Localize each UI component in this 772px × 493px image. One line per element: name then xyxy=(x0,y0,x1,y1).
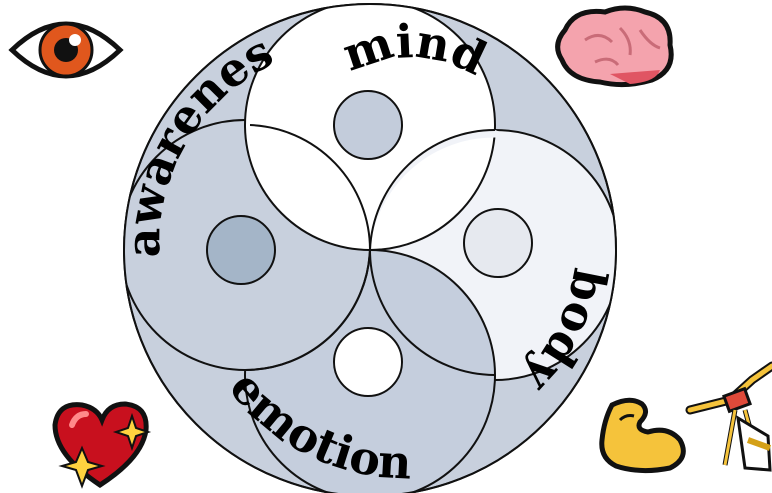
emotions-dot xyxy=(334,328,402,396)
mind-dot xyxy=(334,91,402,159)
sparkling-heart-icon xyxy=(55,404,148,486)
person-cartwheeling-icon xyxy=(690,366,772,470)
eye-icon xyxy=(12,24,120,76)
body-dot xyxy=(464,209,532,277)
flexed-biceps-icon xyxy=(602,400,684,470)
brain-icon xyxy=(558,8,672,85)
awareness-dot xyxy=(207,216,275,284)
